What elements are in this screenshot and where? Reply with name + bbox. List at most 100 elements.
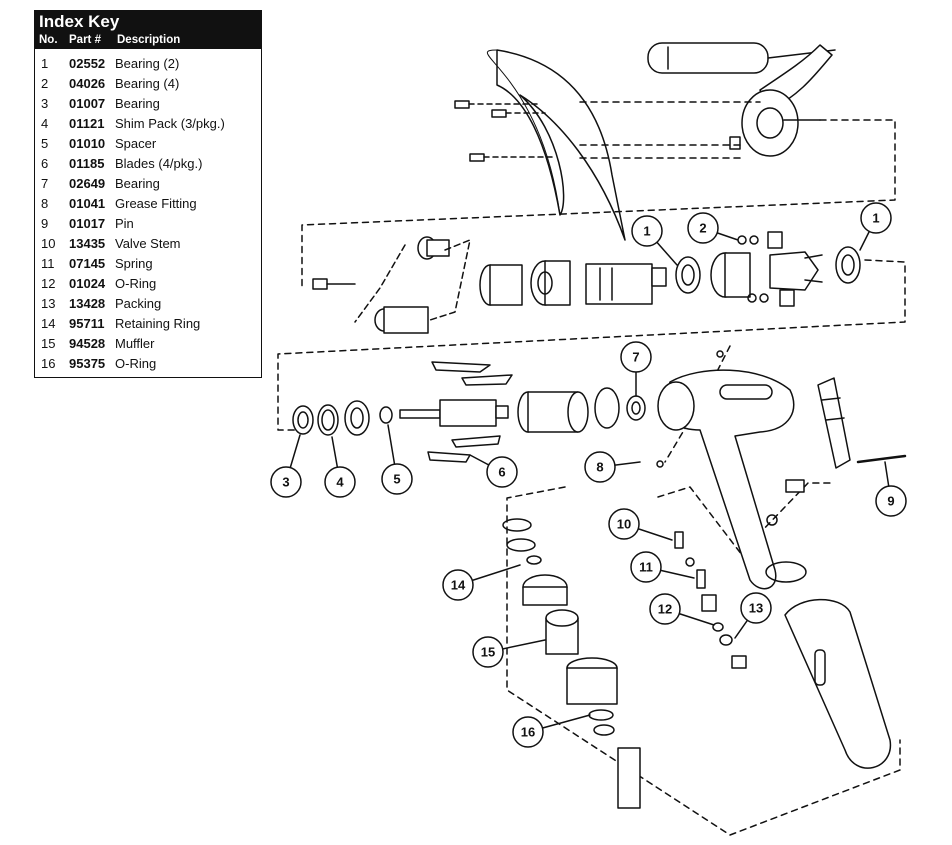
callout-label: 14 bbox=[451, 578, 466, 593]
callout-circle bbox=[860, 202, 892, 234]
callout-circle bbox=[512, 716, 544, 748]
callout-label: 2 bbox=[699, 221, 706, 236]
row-part-number: 04026 bbox=[69, 75, 106, 91]
callout-label: 8 bbox=[596, 460, 603, 475]
row-description: Bearing (4) bbox=[115, 75, 180, 91]
row-number: 14 bbox=[41, 315, 56, 331]
row-part-number: 95711 bbox=[69, 315, 105, 331]
row-description: Bearing bbox=[115, 95, 160, 111]
callout-circle bbox=[687, 212, 719, 244]
row-number: 13 bbox=[41, 295, 56, 311]
callout-label: 6 bbox=[498, 465, 505, 480]
index-key-header: Index Key No. Part # Description bbox=[35, 11, 261, 49]
row-description: Bearing (2) bbox=[115, 55, 180, 71]
callout-circle bbox=[486, 456, 518, 488]
part-trigger-lever bbox=[817, 377, 851, 469]
part-o-ring-16 bbox=[566, 657, 641, 809]
callout-label: 1 bbox=[872, 211, 879, 226]
part-cover-shroud bbox=[486, 49, 626, 241]
callout-label: 3 bbox=[282, 475, 289, 490]
row-description: Shim Pack (3/pkg.) bbox=[115, 115, 225, 131]
row-part-number: 02649 bbox=[69, 175, 106, 191]
callout-circle bbox=[442, 569, 474, 601]
row-number: 1 bbox=[41, 55, 49, 71]
row-part-number: 02552 bbox=[69, 55, 106, 71]
row-part-number: 01007 bbox=[69, 95, 106, 111]
callout-label: 11 bbox=[639, 560, 653, 575]
part-grease-fitting-8 bbox=[656, 350, 724, 468]
part-rotor-shaft bbox=[585, 263, 667, 305]
part-end-plates bbox=[354, 236, 471, 334]
callout-circle bbox=[649, 593, 681, 625]
row-number: 11 bbox=[41, 255, 55, 271]
part-side-handle bbox=[647, 42, 836, 111]
part-cylinder bbox=[479, 260, 571, 306]
callout-circle bbox=[631, 215, 663, 247]
callout-label: 12 bbox=[658, 602, 672, 617]
part-bearing-7 bbox=[626, 395, 646, 421]
part-packing-13 bbox=[719, 634, 747, 669]
callout-8: 8 bbox=[584, 451, 641, 483]
row-description: Bearing bbox=[115, 175, 160, 191]
callout-label: 10 bbox=[617, 517, 631, 532]
index-key-title: Index Key bbox=[39, 12, 120, 31]
callout-label: 4 bbox=[336, 475, 344, 490]
row-number: 12 bbox=[41, 275, 56, 291]
callout-circle bbox=[875, 485, 907, 517]
part-cylinder-sleeve bbox=[710, 252, 751, 298]
callout-4: 4 bbox=[324, 436, 356, 498]
part-front-plate bbox=[769, 251, 823, 291]
callout-circle bbox=[608, 508, 640, 540]
callout-10: 10 bbox=[608, 508, 673, 541]
row-description: Blades (4/pkg.) bbox=[115, 155, 203, 171]
callout-label: 7 bbox=[632, 350, 639, 365]
callout-circle bbox=[584, 451, 616, 483]
part-pin-9 bbox=[856, 454, 907, 464]
row-number: 7 bbox=[41, 175, 49, 191]
callout-label: 5 bbox=[393, 472, 400, 487]
row-part-number: 94528 bbox=[69, 335, 106, 351]
part-handle-sleeve bbox=[784, 598, 892, 769]
part-tool-housing bbox=[657, 369, 807, 590]
part-spacer-5 bbox=[379, 406, 393, 424]
callout-6: 6 bbox=[469, 454, 518, 488]
callout-16: 16 bbox=[512, 714, 591, 748]
bracket-screws bbox=[454, 100, 553, 162]
callout-9: 9 bbox=[875, 461, 907, 517]
row-number: 3 bbox=[41, 95, 49, 111]
callout-2: 2 bbox=[687, 212, 739, 244]
row-part-number: 95375 bbox=[69, 355, 106, 371]
callout-3: 3 bbox=[270, 434, 302, 498]
part-bearing-1-right bbox=[835, 246, 861, 284]
row-description: Pin bbox=[115, 215, 134, 231]
column-header-description: Description bbox=[117, 34, 181, 46]
row-description: O-Ring bbox=[115, 275, 157, 291]
callout-5: 5 bbox=[381, 424, 413, 495]
callout-circle bbox=[381, 463, 413, 495]
callout-label: 16 bbox=[521, 725, 535, 740]
part-air-inlet-fitting bbox=[785, 479, 805, 493]
row-number: 5 bbox=[41, 135, 49, 151]
part-bearing-1-left bbox=[675, 256, 701, 294]
part-rotor-screw bbox=[312, 278, 356, 290]
row-part-number: 01010 bbox=[69, 135, 106, 151]
row-number: 4 bbox=[41, 115, 49, 131]
part-blades-6 bbox=[427, 361, 513, 463]
part-shim-pack-4 bbox=[317, 400, 370, 436]
part-spring-11 bbox=[685, 557, 706, 589]
callout-13: 13 bbox=[734, 592, 772, 639]
row-description: Packing bbox=[115, 295, 162, 311]
callout-12: 12 bbox=[649, 593, 715, 626]
row-part-number: 13435 bbox=[69, 235, 106, 251]
row-description: Retaining Ring bbox=[115, 315, 201, 331]
